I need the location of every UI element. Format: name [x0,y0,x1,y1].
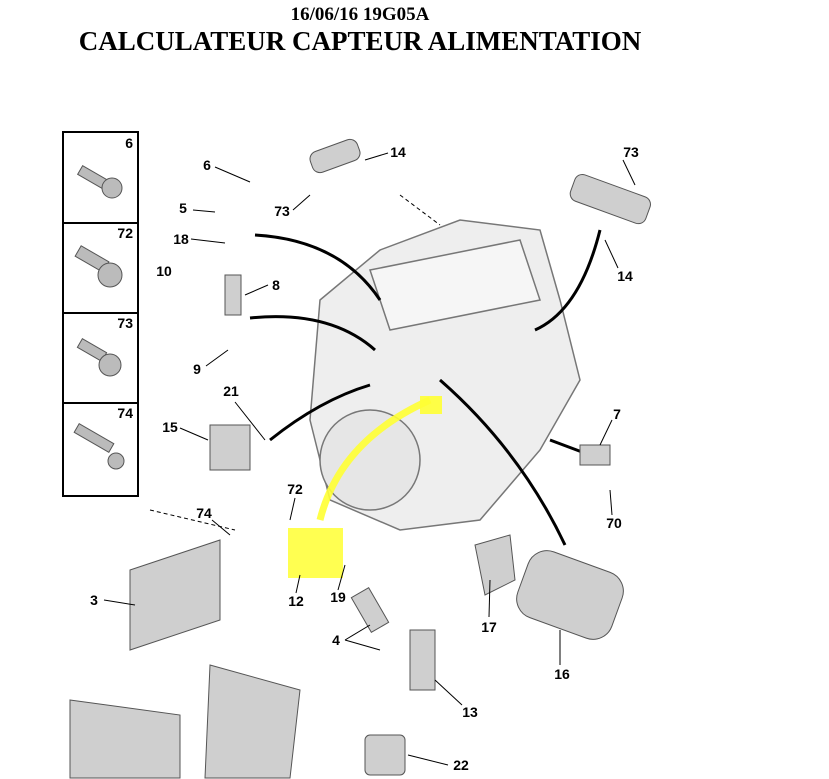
components [69,138,651,779]
callout: 73 [623,144,639,160]
callout: 73 [274,203,290,219]
callout: 12 [288,593,304,609]
legend-number: 74 [117,405,133,421]
callout: 10 [156,263,172,279]
callout: 72 [287,481,303,497]
highlighted-sensor-12 [288,528,343,578]
engine-block-illustration [309,219,581,531]
legend-number: 73 [117,315,133,331]
callout: 9 [193,361,201,377]
legend-cell-screw: 6 [64,133,137,224]
callout: 6 [203,157,211,173]
callout: 18 [173,231,189,247]
bolt-icon [74,245,123,288]
legend-cell-bolt: 73 [64,313,137,404]
fastener-legend-box: 6 72 73 74 [62,131,139,497]
yellow-highlight [316,396,432,521]
callout: 14 [390,144,406,160]
callout: 16 [554,666,570,682]
bolt-icon [76,337,122,377]
stud-icon [73,422,125,470]
callout: 17 [481,619,497,635]
callout: 19 [330,589,346,605]
callout: 5 [179,200,187,216]
callout: 13 [462,704,478,720]
legend-cell-bolt: 72 [64,223,137,314]
leader-lines [103,152,636,766]
legend-cell-stud: 74 [64,403,137,492]
callout: 21 [223,383,239,399]
legend-number: 6 [125,135,133,151]
screw-icon [76,164,123,199]
callout: 70 [606,515,622,531]
callout: 7 [613,406,621,422]
callout: 14 [617,268,633,284]
callout: 4 [332,632,340,648]
harness-wires [249,229,602,546]
highlighted-connector [420,396,442,414]
callout: 74 [196,505,212,521]
callout: 3 [90,592,98,608]
page-title: CALCULATEUR CAPTEUR ALIMENTATION [78,26,642,56]
callout: 15 [162,419,178,435]
date-code: 16/06/16 19G05A [290,4,430,25]
legend-number: 72 [117,225,133,241]
callout: 8 [272,277,280,293]
callout: 22 [453,757,469,773]
